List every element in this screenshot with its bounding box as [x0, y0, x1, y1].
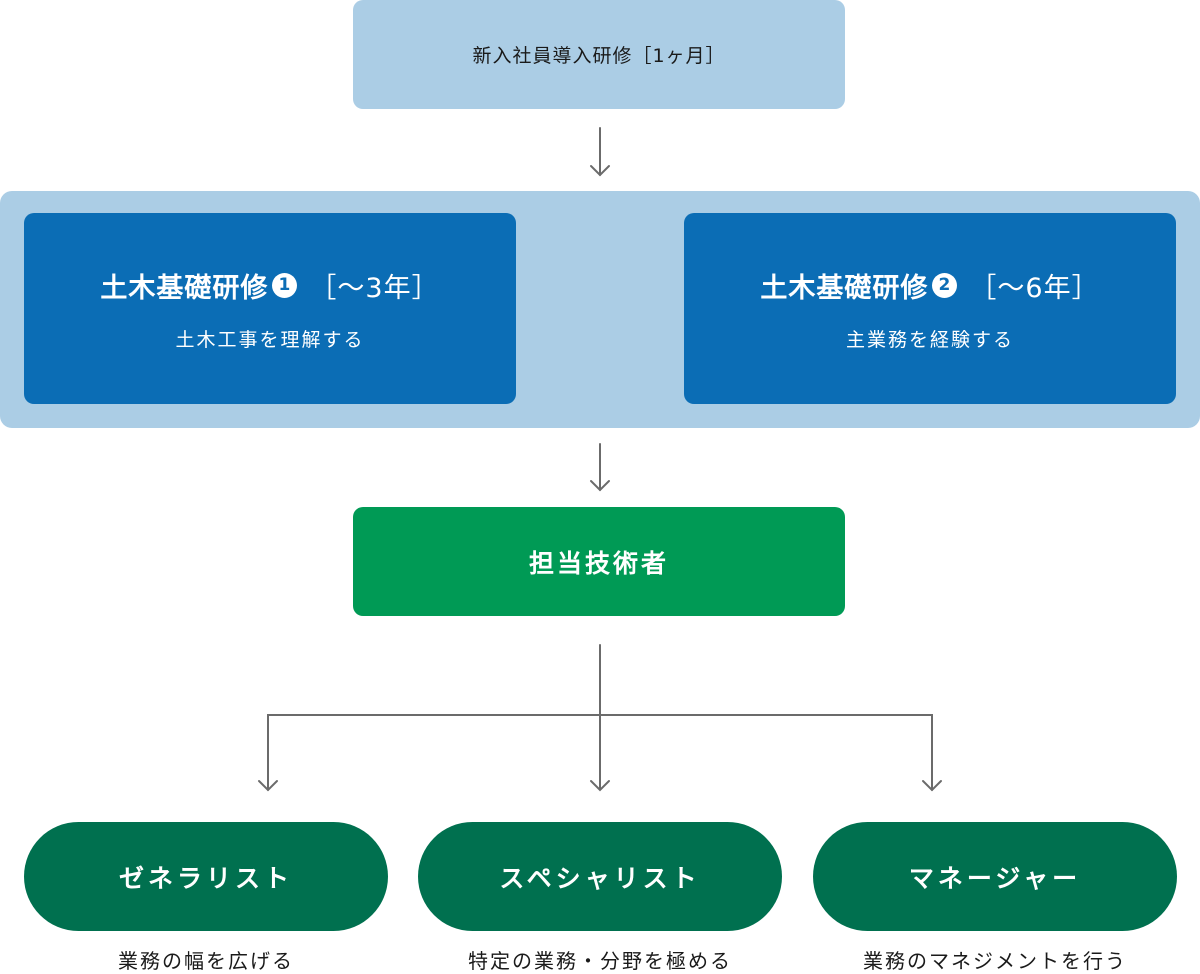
path-manager-caption: 業務のマネジメントを行う: [863, 949, 1127, 973]
engineer-box: 担当技術者: [353, 507, 845, 616]
basic-training-2-title-text: 土木基礎研修: [760, 272, 929, 304]
path-manager-label: マネージャー: [908, 863, 1082, 893]
basic-training-1-period: ［〜3年］: [309, 272, 440, 304]
basic-training-2-period: ［〜6年］: [969, 272, 1100, 304]
basic-training-1-box: 土木基礎研修 1 ［〜3年］ 土木工事を理解する: [24, 213, 516, 404]
engineer-label: 担当技術者: [528, 548, 669, 578]
basic-training-1-title: 土木基礎研修 1 ［〜3年］: [100, 266, 439, 305]
basic-training-2-subtitle: 主業務を経験する: [845, 328, 1014, 351]
path-generalist-label: ゼネラリスト: [118, 863, 293, 893]
arrow-stages-to-engineer: [590, 443, 610, 492]
branch-engineer-to-paths: [258, 644, 942, 792]
path-specialist-caption: 特定の業務・分野を極める: [468, 949, 732, 973]
number-1-circle-icon: 1: [272, 272, 298, 298]
basic-training-2-box: 土木基礎研修 2 ［〜6年］ 主業務を経験する: [684, 213, 1176, 404]
path-specialist-box: スペシャリスト: [418, 822, 782, 931]
intro-training-label: 新入社員導入研修［1ヶ月］: [472, 45, 726, 67]
path-specialist-label: スペシャリスト: [499, 863, 701, 893]
number-2-circle-icon: 2: [932, 272, 958, 298]
basic-training-1-title-text: 土木基礎研修: [100, 272, 269, 304]
basic-training-1-subtitle: 土木工事を理解する: [175, 328, 365, 351]
arrow-intro-to-stages: [590, 127, 610, 177]
path-generalist-box: ゼネラリスト: [24, 822, 388, 931]
path-generalist-caption: 業務の幅を広げる: [118, 949, 294, 973]
path-manager-box: マネージャー: [813, 822, 1177, 931]
basic-training-2-title: 土木基礎研修 2 ［〜6年］: [760, 266, 1099, 305]
intro-training-box: 新入社員導入研修［1ヶ月］: [353, 0, 845, 109]
